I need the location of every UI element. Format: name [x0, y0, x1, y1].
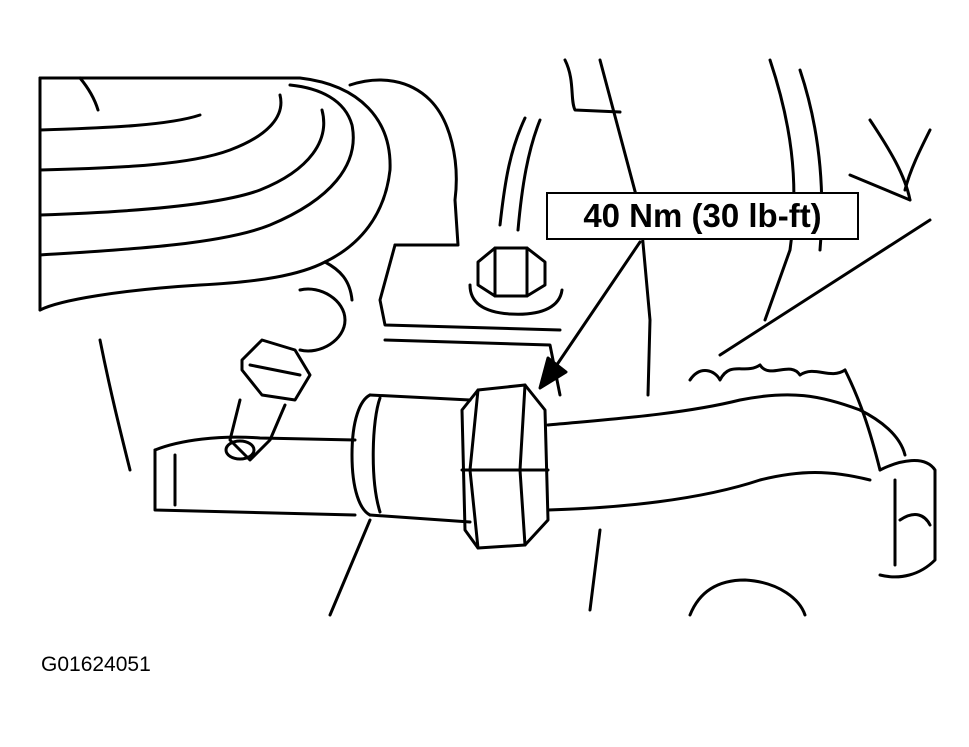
- sensor-fitting: [224, 287, 347, 462]
- manifold-outline: [98, 58, 932, 617]
- torque-callout: 40 Nm (30 lb-ft): [546, 192, 859, 240]
- egr-tube: [546, 363, 907, 512]
- bracket-flange: [153, 435, 357, 517]
- callout-leader: [538, 240, 642, 390]
- egr-valve-housing: [38, 76, 392, 312]
- figure-id: G01624051: [41, 653, 151, 676]
- lower-right-component: [688, 459, 937, 617]
- tube-sleeve: [350, 393, 472, 524]
- tube-nut: [460, 383, 550, 550]
- mounting-bolt: [468, 246, 564, 316]
